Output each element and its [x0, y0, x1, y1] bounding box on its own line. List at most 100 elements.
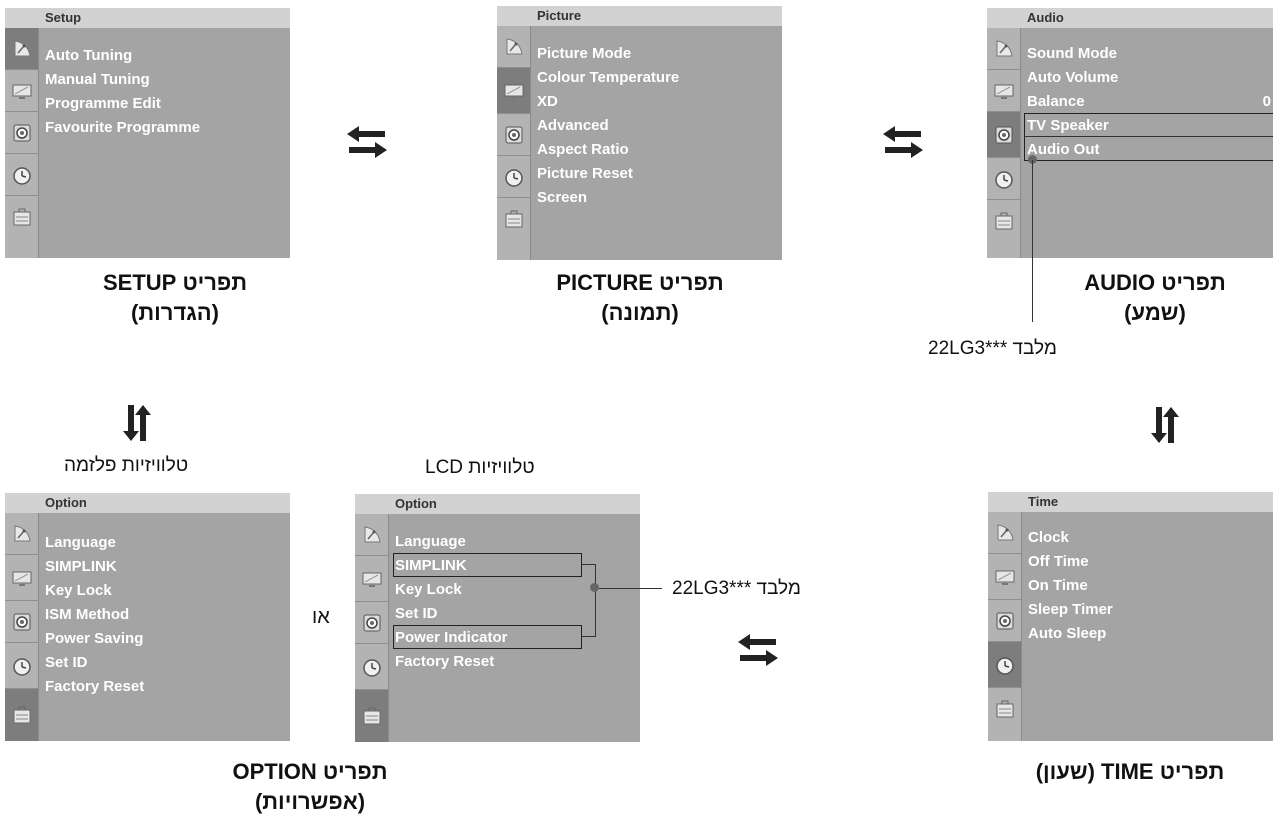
- left-right-arrows-icon: [883, 122, 923, 162]
- tv-screen-icon[interactable]: [988, 554, 1021, 600]
- speaker-icon[interactable]: [355, 602, 388, 644]
- tv-screen-icon[interactable]: [5, 555, 38, 601]
- menu-item-colour-temperature[interactable]: Colour Temperature: [537, 69, 680, 86]
- picture-menu-panel: Picture Picture Mode Colour Temperature …: [497, 6, 782, 260]
- satellite-dish-icon[interactable]: [5, 28, 38, 70]
- menu-item-clock[interactable]: Clock: [1028, 529, 1069, 546]
- clock-icon[interactable]: [5, 643, 38, 689]
- satellite-dish-icon[interactable]: [988, 512, 1021, 554]
- menu-item-screen[interactable]: Screen: [537, 189, 588, 206]
- clock-icon[interactable]: [987, 158, 1020, 200]
- menu-item-picture-mode[interactable]: Picture Mode: [537, 45, 632, 62]
- picture-caption-line1: תפריט PICTURE: [556, 270, 724, 295]
- speaker-icon[interactable]: [987, 112, 1020, 158]
- power-indicator-highlight-box: [393, 625, 582, 649]
- menu-item-manual-tuning[interactable]: Manual Tuning: [45, 71, 150, 88]
- audio-highlight-divider: [1024, 136, 1273, 137]
- menu-item-advanced[interactable]: Advanced: [537, 117, 609, 134]
- satellite-dish-icon[interactable]: [355, 514, 388, 556]
- option-briefcase-icon[interactable]: [497, 198, 530, 240]
- connector-line: [599, 588, 662, 589]
- tv-screen-icon[interactable]: [987, 70, 1020, 112]
- option-caption: תפריט OPTION (אפשרויות): [190, 757, 430, 817]
- tv-screen-icon[interactable]: [497, 68, 530, 114]
- menu-item-simplink[interactable]: SIMPLINK: [45, 558, 117, 575]
- satellite-dish-icon[interactable]: [497, 26, 530, 68]
- setup-menu-title: Setup: [5, 8, 290, 28]
- menu-item-off-time[interactable]: Off Time: [1028, 553, 1089, 570]
- simplink-highlight-box: [393, 553, 582, 577]
- menu-item-set-id[interactable]: Set ID: [395, 605, 438, 622]
- menu-item-picture-reset[interactable]: Picture Reset: [537, 165, 633, 182]
- menu-item-key-lock[interactable]: Key Lock: [395, 581, 462, 598]
- menu-item-simplink[interactable]: SIMPLINK: [395, 557, 467, 574]
- menu-item-auto-sleep[interactable]: Auto Sleep: [1028, 625, 1107, 642]
- menu-item-power-saving[interactable]: Power Saving: [45, 630, 144, 647]
- menu-item-factory-reset[interactable]: Factory Reset: [45, 678, 145, 695]
- option-plasma-menu-panel: Option Language SIMPLINK Key Lock ISM Me…: [5, 493, 290, 741]
- menu-item-language[interactable]: Language: [45, 534, 116, 551]
- speaker-icon[interactable]: [5, 601, 38, 643]
- plasma-tv-label: טלוויזיות פלזמה: [64, 455, 189, 476]
- time-menu-title: Time: [988, 492, 1273, 512]
- menu-item-tv-speaker[interactable]: TV Speaker: [1027, 117, 1109, 134]
- audio-model-note: מלבד ***22LG3: [928, 338, 1057, 359]
- menu-item-sound-mode[interactable]: Sound Mode: [1027, 45, 1117, 62]
- time-menu-panel: Time Clock Off Time On Time Sleep Timer …: [988, 492, 1273, 741]
- time-caption: תפריט TIME (שעון): [1035, 759, 1225, 784]
- picture-menu-title: Picture: [497, 6, 782, 26]
- menu-icon-column: [355, 514, 389, 742]
- option-briefcase-icon[interactable]: [988, 688, 1021, 730]
- menu-item-auto-tuning[interactable]: Auto Tuning: [45, 47, 133, 64]
- menu-item-favourite-programme[interactable]: Favourite Programme: [45, 119, 201, 136]
- lcd-model-note: מלבד ***22LG3: [672, 578, 801, 599]
- menu-icon-column: [5, 513, 39, 741]
- menu-item-factory-reset[interactable]: Factory Reset: [395, 653, 495, 670]
- picture-caption: תפריט PICTURE (תמונה): [520, 268, 760, 328]
- menu-item-auto-volume[interactable]: Auto Volume: [1027, 69, 1119, 86]
- clock-icon[interactable]: [355, 644, 388, 690]
- menu-item-on-time[interactable]: On Time: [1028, 577, 1088, 594]
- speaker-icon[interactable]: [988, 600, 1021, 642]
- setup-caption-line1: תפריט SETUP: [102, 270, 248, 295]
- menu-item-sleep-timer[interactable]: Sleep Timer: [1028, 601, 1113, 618]
- menu-item-programme-edit[interactable]: Programme Edit: [45, 95, 161, 112]
- option-briefcase-icon[interactable]: [355, 690, 388, 742]
- audio-caption: תפריט AUDIO (שמע): [1050, 268, 1260, 328]
- option-briefcase-icon[interactable]: [5, 689, 38, 741]
- audio-menu-title: Audio: [987, 8, 1273, 28]
- satellite-dish-icon[interactable]: [5, 513, 38, 555]
- balance-value: 0: [1262, 93, 1271, 110]
- or-label: או: [312, 606, 330, 628]
- option-briefcase-icon[interactable]: [987, 200, 1020, 242]
- clock-icon[interactable]: [988, 642, 1021, 688]
- setup-caption: תפריט SETUP (הגדרות): [60, 268, 290, 328]
- speaker-icon[interactable]: [497, 114, 530, 156]
- tv-screen-icon[interactable]: [355, 556, 388, 602]
- clock-icon[interactable]: [5, 154, 38, 196]
- tv-screen-icon[interactable]: [5, 70, 38, 112]
- menu-item-xd[interactable]: XD: [537, 93, 558, 110]
- option-lcd-menu-title: Option: [355, 494, 640, 514]
- menu-item-aspect-ratio[interactable]: Aspect Ratio: [537, 141, 629, 158]
- menu-icon-column: [988, 512, 1022, 741]
- menu-item-power-indicator[interactable]: Power Indicator: [395, 629, 508, 646]
- connector-line: [1032, 160, 1033, 322]
- left-right-arrows-icon: [738, 630, 778, 670]
- menu-item-ism-method[interactable]: ISM Method: [45, 606, 130, 623]
- menu-item-audio-out[interactable]: Audio Out: [1027, 141, 1100, 158]
- option-briefcase-icon[interactable]: [5, 196, 38, 238]
- up-down-arrows-icon: [1145, 405, 1185, 445]
- menu-item-set-id[interactable]: Set ID: [45, 654, 88, 671]
- menu-icon-column: [5, 28, 39, 258]
- picture-caption-line2: (תמונה): [601, 300, 679, 325]
- menu-item-language[interactable]: Language: [395, 533, 466, 550]
- clock-icon[interactable]: [497, 156, 530, 198]
- menu-item-key-lock[interactable]: Key Lock: [45, 582, 112, 599]
- satellite-dish-icon[interactable]: [987, 28, 1020, 70]
- left-right-arrows-icon: [347, 122, 387, 162]
- bracket-line: [581, 636, 595, 637]
- speaker-icon[interactable]: [5, 112, 38, 154]
